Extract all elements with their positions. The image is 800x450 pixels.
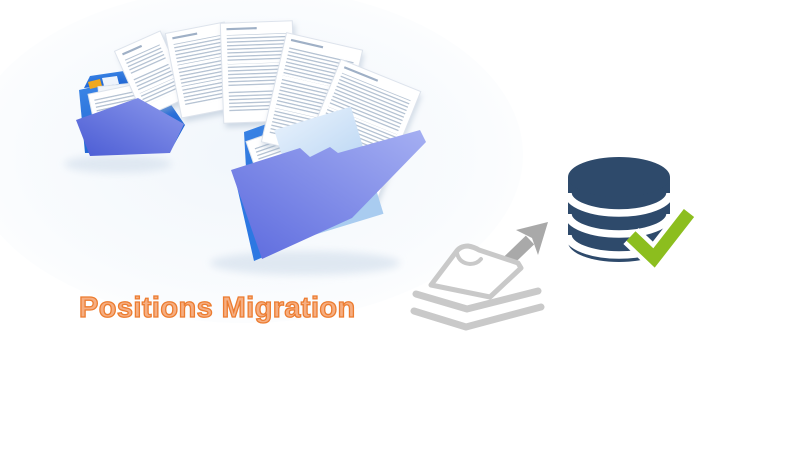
left-folder-front-flap bbox=[76, 98, 184, 156]
left-folder-tab-label-white bbox=[102, 76, 119, 86]
flying-document bbox=[113, 30, 191, 118]
right-folder-front-flap bbox=[231, 130, 426, 259]
right-folder-shadow bbox=[210, 251, 400, 275]
checkmark-icon bbox=[623, 206, 698, 275]
migration-graphic bbox=[410, 157, 698, 331]
left-folder-shadow bbox=[64, 155, 172, 173]
document-stack-icon bbox=[410, 243, 545, 331]
page-title: Positions Migration bbox=[78, 291, 356, 324]
